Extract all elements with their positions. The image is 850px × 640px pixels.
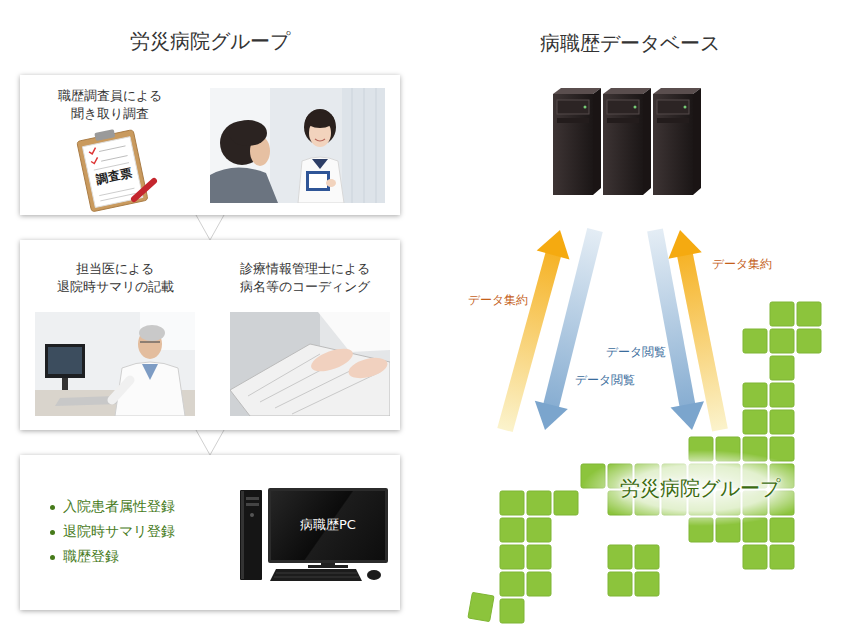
text-slot: 病職歴データベース: [530, 30, 730, 57]
screen-label: 病職歴PC: [300, 517, 356, 532]
section-heading: 労災病院グループ: [130, 29, 290, 53]
bullet-item: 入院患者属性登録: [63, 498, 175, 514]
edge-label-slot: データ集約: [710, 256, 774, 272]
edge-label: データ閲覧: [604, 345, 668, 359]
bullet-dot: [50, 555, 55, 560]
arrow-shaft: [685, 255, 720, 430]
edge-label-slot: データ閲覧: [604, 344, 668, 360]
text-slot: 職歴調査員による 聞き取り調査: [35, 87, 185, 122]
map-label: 労災病院グループ: [620, 476, 780, 500]
edge-label-slot: データ閲覧: [573, 372, 637, 388]
arrow-head: [537, 230, 570, 260]
text-slot: 労災病院グループ: [110, 28, 310, 55]
arrow-head: [668, 230, 701, 259]
edge-label: データ集約: [710, 257, 774, 271]
step-text: 担当医による 退院時サマリの記載: [57, 261, 174, 294]
text-slot: 退院時サマリ登録: [50, 522, 235, 541]
text-slot: 職歴登録: [50, 547, 235, 566]
bullet-item: 退院時サマリ登録: [63, 523, 175, 539]
text-slot: 診療情報管理士による 病名等のコーディング: [230, 260, 380, 295]
callout-pointer: [196, 430, 224, 455]
database-servers: 病職歴データベース: [530, 22, 730, 230]
step-panel: 職歴調査員による 聞き取り調査調査票: [20, 75, 400, 215]
text-slot: 労災病院グループ: [600, 475, 800, 502]
edge-label: データ集約: [466, 293, 530, 307]
bullet-dot: [50, 505, 55, 510]
japan-map: 労災病院グループ: [470, 430, 820, 625]
step-text: 職歴調査員による 聞き取り調査: [58, 88, 162, 121]
callout-pointer: [196, 430, 224, 455]
step-panel: 担当医による 退院時サマリの記載 診療情報管理士による 病名等のコーディング: [20, 240, 400, 430]
step-panel: 入院患者属性登録退院時サマリ登録職歴登録 病職歴PC: [20, 455, 400, 610]
bullet-item: 職歴登録: [63, 548, 119, 564]
edge-label: データ閲覧: [573, 373, 637, 387]
pc-monitor: 病職歴PC: [268, 488, 388, 563]
callout-pointer: [196, 215, 224, 240]
callout-pointer: [196, 215, 224, 240]
data-flow-arrow: [535, 230, 595, 430]
arrow-head: [535, 401, 568, 430]
arrow-head: [671, 401, 704, 430]
text-slot: 病職歴PC: [271, 516, 385, 534]
step-text: 診療情報管理士による 病名等のコーディング: [240, 261, 370, 294]
text-slot: 担当医による 退院時サマリの記載: [40, 260, 190, 295]
section-heading: 病職歴データベース: [540, 31, 720, 55]
edge-label-slot: データ集約: [466, 292, 530, 308]
text-slot: 入院患者属性登録: [50, 497, 235, 516]
bullet-dot: [50, 530, 55, 535]
